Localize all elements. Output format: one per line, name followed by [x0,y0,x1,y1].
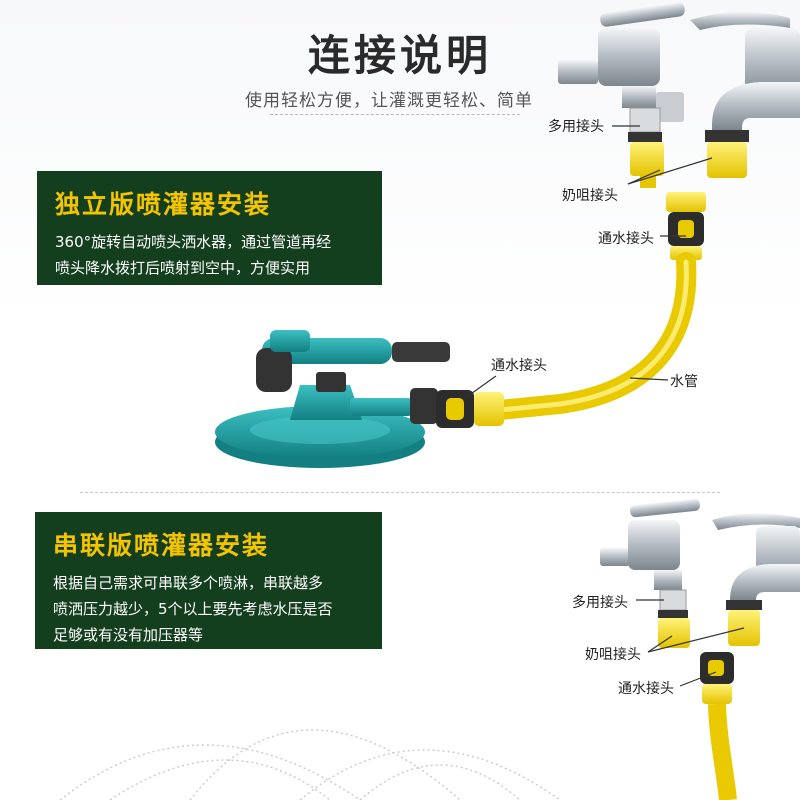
page-subtitle: 使用轻松方便，让灌溉更轻松、简单 [245,91,533,111]
multi-connector-top-icon [628,107,662,142]
series-install-description: 根据自己需求可串联多个喷淋，串联越多 喷洒压力越少，5个以上要先考虑水压是否 足… [53,570,364,648]
multi-connector-bottom-icon [658,589,688,618]
label-hose: 水管 [670,374,698,390]
label-multi-connector-bottom: 多用接头 [572,595,628,611]
standalone-desc-line-1: 360°旋转自动喷头洒水器，通过管道再经 [55,233,332,251]
series-install-panel: 串联版喷灌器安装 根据自己需求可串联多个喷淋，串联越多 喷洒压力越少，5个以上要… [35,512,382,649]
faucet-left-bottom-icon [600,498,700,590]
nipple-connector-bottom-icon [658,618,690,648]
section-divider [80,492,720,493]
sprinkler-icon [215,330,450,468]
label-water-connector-bottom: 通水接头 [618,681,674,697]
water-connector-sprinkler-icon [436,390,504,428]
series-desc-line-3: 足够或有没有加压器等 [53,626,204,644]
standalone-desc-line-2: 喷头降水拨打后喷射到空中，方便实用 [55,259,311,277]
series-install-heading: 串联版喷灌器安装 [53,531,270,560]
water-spray-decoration [59,729,561,800]
title-underline [270,114,520,115]
hose-icon [490,252,697,420]
callout-lines [467,125,745,687]
standalone-install-description: 360°旋转自动喷头洒水器，通过管道再经 喷头降水拨打后喷射到空中，方便实用 [55,229,364,281]
faucet-right-bottom-icon [712,513,800,600]
series-desc-line-2: 喷洒压力越少，5个以上要先考虑水压是否 [53,600,333,618]
label-multi-connector: 多用接头 [548,119,604,135]
label-water-connector-sprinkler: 通水接头 [491,358,547,374]
label-water-connector: 通水接头 [598,231,654,247]
water-connector-bottom-icon [700,652,734,704]
label-nipple-connector-bottom: 奶咀接头 [585,647,641,663]
nipple-connector-right-top-icon [705,130,749,178]
water-connector-top-icon [666,192,706,260]
standalone-install-heading: 独立版喷灌器安装 [55,190,272,219]
faucet-right-top-icon [690,11,800,130]
nipple-connector-right-bottom-icon [726,600,762,646]
standalone-install-panel: 独立版喷灌器安装 360°旋转自动喷头洒水器，通过管道再经 喷头降水拨打后喷射到… [37,171,382,285]
series-desc-line-1: 根据自己需求可串联多个喷淋，串联越多 [53,574,324,592]
page-title: 连接说明 [307,31,492,80]
faucet-left-top-icon [558,2,685,122]
hose-bottom-icon [708,703,737,800]
label-nipple-connector: 奶咀接头 [562,188,618,204]
